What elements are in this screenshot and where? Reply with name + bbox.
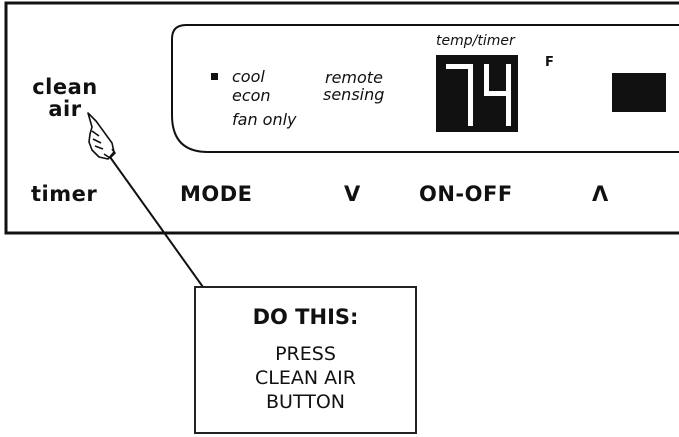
temp-up-button[interactable]: Λ [592,182,609,206]
remote-sensing-line2: sensing [323,85,385,104]
clean-air-button[interactable]: clean air [30,76,100,120]
on-off-button[interactable]: ON-OFF [419,182,513,206]
display-window [171,24,679,153]
mode-cool-label: cool [232,67,265,86]
clean-air-label-line1: clean [32,75,98,99]
temp-timer-label: temp/timer [436,33,515,49]
callout-title: DO THIS: [252,305,359,329]
callout-body: PRESS CLEAN AIR BUTTON [255,343,356,413]
digit-four [484,64,511,126]
clean-air-label-line2: air [48,97,82,121]
pointing-hand-icon [87,112,116,160]
secondary-display-block [612,73,666,112]
mode-button[interactable]: MODE [180,182,253,206]
remote-sensing-label: remote sensing [323,69,384,103]
temp-down-button[interactable]: V [344,182,361,206]
panel-frame [4,1,679,235]
cool-indicator-led [211,73,218,80]
remote-sensing-line1: remote [325,68,383,87]
mode-fan-only-label: fan only [232,110,297,129]
digit-seven [446,64,473,126]
instruction-callout: DO THIS: PRESS CLEAN AIR BUTTON [194,286,417,434]
unit-fahrenheit-label: F [545,55,554,70]
timer-button[interactable]: timer [31,182,98,206]
mode-econ-label: econ [232,86,271,105]
